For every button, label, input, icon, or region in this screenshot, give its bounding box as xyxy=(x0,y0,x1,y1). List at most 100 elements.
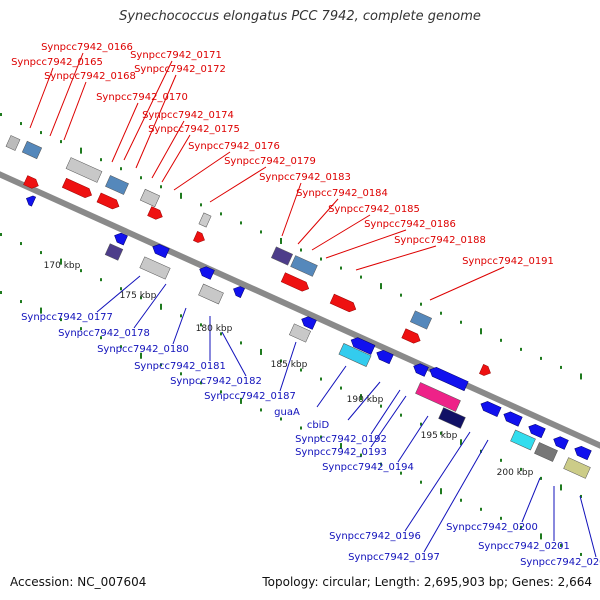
leader-line xyxy=(423,439,489,553)
gene-label-bottom[interactable]: Synpcc7942_0202 xyxy=(520,557,600,568)
leader-line xyxy=(221,331,247,377)
tick-mark xyxy=(200,381,202,385)
gene-label-top[interactable]: Synpcc7942_0172 xyxy=(134,64,226,75)
gene-label-top[interactable]: Synpcc7942_0176 xyxy=(188,141,280,152)
reverse-gene-arrow xyxy=(503,411,523,427)
genome-backbone xyxy=(0,171,600,449)
gene-label-bottom[interactable]: Synpcc7942_0181 xyxy=(134,361,226,372)
gene-label-bottom[interactable]: Synpcc7942_0177 xyxy=(21,312,113,323)
leader-line xyxy=(397,415,429,463)
tick-mark xyxy=(280,237,282,244)
forward-gene-arrow xyxy=(96,192,120,210)
gene-feature xyxy=(534,442,558,462)
tick-mark xyxy=(20,242,22,246)
gene-label-bottom[interactable]: Synpcc7942_0180 xyxy=(97,344,189,355)
tick-mark xyxy=(480,328,482,335)
gene-label-bottom[interactable]: Synpcc7942_0178 xyxy=(58,328,150,339)
gene-label-top[interactable]: Synpcc7942_0171 xyxy=(130,50,222,61)
gene-label-bottom[interactable]: Synpcc7942_0194 xyxy=(322,462,414,473)
gene-label-top[interactable]: Synpcc7942_0168 xyxy=(44,71,136,82)
tick-mark xyxy=(100,278,102,282)
tick-mark xyxy=(220,390,222,394)
reverse-gene-arrow xyxy=(528,423,546,439)
tick-mark xyxy=(120,287,122,291)
tick-mark xyxy=(420,302,422,306)
tick-mark xyxy=(440,431,442,435)
tick-mark xyxy=(80,147,82,154)
tick-mark xyxy=(240,397,242,404)
gene-label-bottom[interactable]: Synpcc7942_0200 xyxy=(446,522,538,533)
tick-mark xyxy=(120,167,122,171)
leader-line xyxy=(133,283,167,329)
tick-mark xyxy=(180,314,182,318)
leader-line xyxy=(404,431,471,532)
gene-label-top[interactable]: Synpcc7942_0179 xyxy=(224,156,316,167)
tick-mark xyxy=(560,543,562,547)
tick-mark xyxy=(540,533,542,540)
leader-line xyxy=(63,81,87,141)
gene-feature xyxy=(139,188,161,208)
tick-mark xyxy=(460,498,462,502)
reverse-gene-arrow xyxy=(233,286,245,298)
forward-gene-arrow xyxy=(23,175,39,189)
gene-label-bottom[interactable]: Synpcc7942_0192 xyxy=(295,434,387,445)
gene-features xyxy=(5,135,592,479)
gene-label-top[interactable]: Synpcc7942_0191 xyxy=(462,256,554,267)
topology-summary: Topology: circular; Length: 2,695,903 bp… xyxy=(262,575,592,589)
forward-gene-arrow xyxy=(401,328,421,344)
gene-label-top[interactable]: Synpcc7942_0170 xyxy=(96,92,188,103)
tick-mark xyxy=(220,332,222,336)
gene-label-top[interactable]: Synpcc7942_0183 xyxy=(259,172,351,183)
tick-mark xyxy=(580,552,582,556)
tick-mark xyxy=(20,122,22,126)
tick-mark xyxy=(380,404,382,408)
gene-label-bottom[interactable]: Synpcc7942_0201 xyxy=(478,541,570,552)
tick-mark xyxy=(580,373,582,380)
tick-mark xyxy=(160,185,162,189)
tick-mark xyxy=(420,480,422,484)
gene-feature xyxy=(415,382,461,412)
gene-label-top[interactable]: Synpcc7942_0186 xyxy=(364,219,456,230)
gene-label-top[interactable]: Synpcc7942_0174 xyxy=(142,110,234,121)
leader-line xyxy=(49,52,84,137)
tick-mark xyxy=(280,359,282,363)
gene-label-top[interactable]: Synpcc7942_0188 xyxy=(394,235,486,246)
tick-mark xyxy=(140,176,142,180)
gene-label-top[interactable]: Synpcc7942_0185 xyxy=(328,204,420,215)
gene-label-bottom[interactable]: Synpcc7942_0182 xyxy=(170,376,262,387)
gene-label-top[interactable]: Synpcc7942_0175 xyxy=(148,124,240,135)
tick-mark xyxy=(360,275,362,279)
gene-label-top[interactable]: Synpcc7942_0184 xyxy=(296,188,388,199)
tick-mark xyxy=(500,458,502,462)
tick-mark xyxy=(520,347,522,351)
scale-label: 190 kbp xyxy=(347,395,384,405)
tick-mark xyxy=(0,291,2,295)
tick-mark xyxy=(480,507,482,511)
tick-mark xyxy=(220,212,222,216)
reverse-gene-arrow xyxy=(199,266,215,280)
tick-mark xyxy=(300,368,302,372)
scale-label: 200 kbp xyxy=(497,468,534,478)
tick-mark xyxy=(440,311,442,315)
tick-mark xyxy=(260,348,262,355)
gene-label-top[interactable]: Synpcc7942_0165 xyxy=(11,57,103,68)
tick-mark xyxy=(340,266,342,270)
gene-label-bottom[interactable]: guaA xyxy=(274,407,300,418)
gene-label-bottom[interactable]: Synpcc7942_0193 xyxy=(295,447,387,458)
gene-label-bottom[interactable]: Synpcc7942_0196 xyxy=(329,531,421,542)
tick-mark xyxy=(520,467,522,471)
tick-mark xyxy=(460,320,462,324)
leader-line xyxy=(29,67,54,129)
tick-mark xyxy=(40,307,42,314)
gene-label-bottom[interactable]: cbiD xyxy=(307,420,330,431)
gene-label-bottom[interactable]: Synpcc7942_0187 xyxy=(204,391,296,402)
scale-label: 185 kbp xyxy=(271,360,308,370)
gene-label-top[interactable]: Synpcc7942_0166 xyxy=(41,42,133,53)
tick-mark xyxy=(300,426,302,430)
tick-mark xyxy=(540,356,542,360)
leader-line xyxy=(161,134,191,183)
gene-label-bottom[interactable]: Synpcc7942_0197 xyxy=(348,552,440,563)
scale-label: 195 kbp xyxy=(421,431,458,441)
leader-line xyxy=(123,60,173,161)
